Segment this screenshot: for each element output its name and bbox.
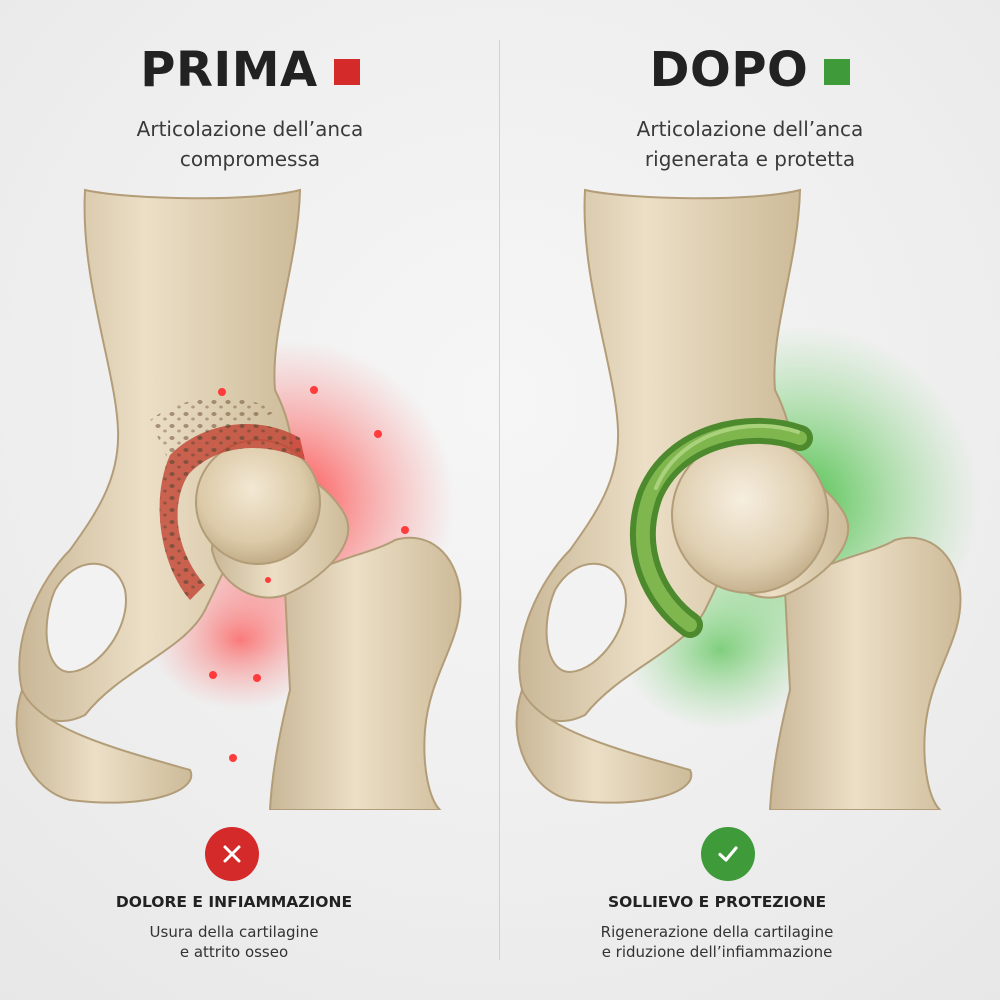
before-title: PRIMA xyxy=(140,42,318,98)
before-title-row: PRIMA xyxy=(0,46,500,94)
green-square-icon xyxy=(824,59,851,85)
before-subtitle-line2: compromessa xyxy=(179,147,321,171)
center-divider xyxy=(499,40,500,960)
before-status-desc: Usura della cartilagine e attrito osseo xyxy=(0,922,484,962)
x-icon xyxy=(205,827,259,881)
after-subtitle-line1: Articolazione dell’anca xyxy=(636,117,864,141)
after-status-desc: Rigenerazione della cartilagine e riduzi… xyxy=(500,922,967,962)
damaged-hip-joint-illustration xyxy=(15,188,462,810)
before-status-desc-line2: e attrito osseo xyxy=(179,943,289,961)
red-square-icon xyxy=(333,59,360,85)
before-panel: PRIMA Articolazione dell’anca compromess… xyxy=(0,46,500,962)
before-status-title: DOLORE E INFIAMMAZIONE xyxy=(115,893,353,911)
after-title-row: DOPO xyxy=(500,46,1000,94)
after-panel: DOPO Articolazione dell’anca rigenerata … xyxy=(500,0,1000,1000)
after-status-desc-line2: e riduzione dell’infiammazione xyxy=(601,943,833,961)
after-status-title: SOLLIEVO E PROTEZIONE xyxy=(607,893,827,911)
after-subtitle-line2: rigenerata e protetta xyxy=(644,147,856,171)
after-subtitle: Articolazione dell’anca rigenerata e pro… xyxy=(500,114,1000,174)
before-subtitle-line1: Articolazione dell’anca xyxy=(136,117,364,141)
before-status-desc-line1: Usura della cartilagine xyxy=(149,923,319,941)
before-subtitle: Articolazione dell’anca compromessa xyxy=(0,114,500,174)
after-title: DOPO xyxy=(649,42,809,98)
checkmark-icon xyxy=(701,827,755,881)
after-status-desc-line1: Rigenerazione della cartilagine xyxy=(600,923,834,941)
healthy-hip-joint-illustration xyxy=(515,188,980,810)
